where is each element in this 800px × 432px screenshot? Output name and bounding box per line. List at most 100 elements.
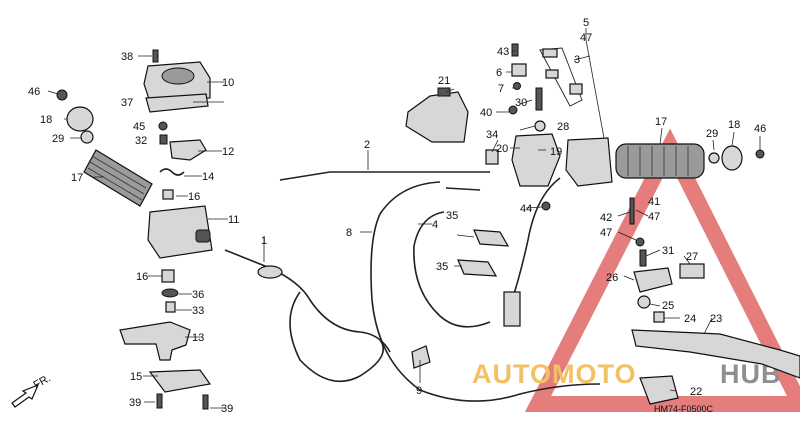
nut-25: [637, 295, 651, 309]
screw-46-right: [755, 149, 765, 159]
callout-17-right: 17: [655, 116, 667, 128]
callout-42: 42: [600, 212, 612, 224]
callout-1: 1: [261, 235, 267, 247]
callout-40: 40: [480, 107, 492, 119]
bolt-31: [639, 249, 647, 267]
callout-5: 5: [583, 17, 589, 29]
callout-36: 36: [192, 289, 204, 301]
callout-22: 22: [690, 386, 702, 398]
callout-47-left: 47: [600, 227, 612, 239]
collar-16: [162, 189, 174, 200]
spring: [159, 168, 185, 176]
lever-mount-22: [639, 375, 679, 405]
callout-10: 10: [222, 77, 234, 89]
brake-lever: [631, 329, 800, 379]
callout-33: 33: [192, 305, 204, 317]
bolt-39-left: [156, 393, 163, 409]
part-7: [513, 82, 521, 90]
switch-lever: [169, 139, 207, 161]
brake-cable: [413, 211, 491, 328]
callout-26: 26: [606, 272, 618, 284]
callout-30: 30: [515, 97, 527, 109]
brake-lever-group: [629, 197, 800, 405]
housing-plate: [145, 93, 209, 113]
front-direction-arrow: FR.: [11, 372, 53, 408]
part-6: [511, 63, 527, 77]
callout-35-lower: 35: [436, 261, 448, 273]
leader-lines: [47, 28, 761, 409]
callout-24: 24: [684, 313, 696, 325]
callout-2: 2: [364, 139, 370, 151]
left-switch-assembly: [119, 49, 213, 410]
callout-9: 9: [416, 385, 422, 397]
left-grip-group: [56, 89, 153, 207]
right-switch-housing: [565, 137, 613, 187]
screw-41: [629, 197, 635, 225]
callout-21: 21: [438, 75, 450, 87]
callout-16-lower: 16: [136, 271, 148, 283]
cable-band-lower: [457, 259, 498, 277]
screw-46-left: [56, 89, 68, 101]
arrow-icon: [11, 383, 40, 408]
callout-27: 27: [686, 251, 698, 263]
diagram-code: HM74-F0500C: [654, 404, 714, 414]
collar-16-lower: [161, 269, 175, 283]
cable-clamp: [411, 345, 431, 369]
bolt-33: [165, 301, 176, 313]
cable-loop: [289, 291, 385, 383]
callout-43: 43: [497, 46, 509, 58]
callout-13: 13: [192, 332, 204, 344]
callout-14: 14: [202, 171, 214, 183]
callout-44: 44: [520, 203, 532, 215]
callout-47-right: 47: [648, 211, 660, 223]
left-grip: [83, 149, 153, 207]
housing-button: [161, 67, 195, 85]
bolt-30: [535, 87, 543, 111]
choke-cable: [224, 249, 391, 353]
callout-20: 20: [496, 143, 508, 155]
callout-17-left: 17: [71, 172, 83, 184]
lever-bracket: [148, 369, 212, 393]
screw-38: [152, 49, 159, 63]
nut-28: [534, 120, 546, 132]
callout-45: 45: [133, 121, 145, 133]
collar-29-right: [708, 152, 720, 164]
lever-bracket-26: [633, 267, 673, 293]
callout-16-upper: 16: [188, 191, 200, 203]
callout-41: 41: [648, 196, 660, 208]
nut-45: [158, 121, 168, 131]
washer-40: [508, 105, 518, 115]
callout-18-left: 18: [40, 114, 52, 126]
callout-39-left: 39: [129, 397, 141, 409]
callout-35-upper: 35: [446, 210, 458, 222]
callout-31: 31: [662, 245, 674, 257]
collar-29-left: [80, 130, 94, 144]
cable-adjuster: [257, 265, 283, 279]
throttle-housing: [511, 133, 561, 187]
callout-37: 37: [121, 97, 133, 109]
callout-46-left: 46: [28, 86, 40, 98]
watermark-text-left: AUTOMOTO: [472, 359, 637, 389]
throttle-cable: [279, 171, 490, 181]
bolt-47: [635, 237, 645, 247]
pad-27: [679, 263, 705, 279]
callout-11: 11: [228, 214, 239, 226]
screw-44: [541, 201, 551, 211]
housing-knob: [195, 229, 211, 243]
callout-12: 12: [222, 146, 234, 158]
callout-39-right: 39: [221, 403, 233, 415]
callout-47-top: 47: [580, 32, 592, 44]
right-switch-assembly: [508, 43, 765, 211]
callout-34: 34: [486, 129, 498, 141]
callout-4: 4: [432, 219, 438, 231]
lower-switch-housing: [147, 205, 213, 259]
callout-46-right: 46: [754, 123, 766, 135]
callout-25: 25: [662, 300, 674, 312]
throttle-cover: [405, 91, 469, 143]
callout-3: 3: [574, 54, 580, 66]
switch-harness: [511, 177, 561, 301]
callout-6: 6: [496, 67, 502, 79]
front-direction-label: FR.: [32, 372, 53, 391]
